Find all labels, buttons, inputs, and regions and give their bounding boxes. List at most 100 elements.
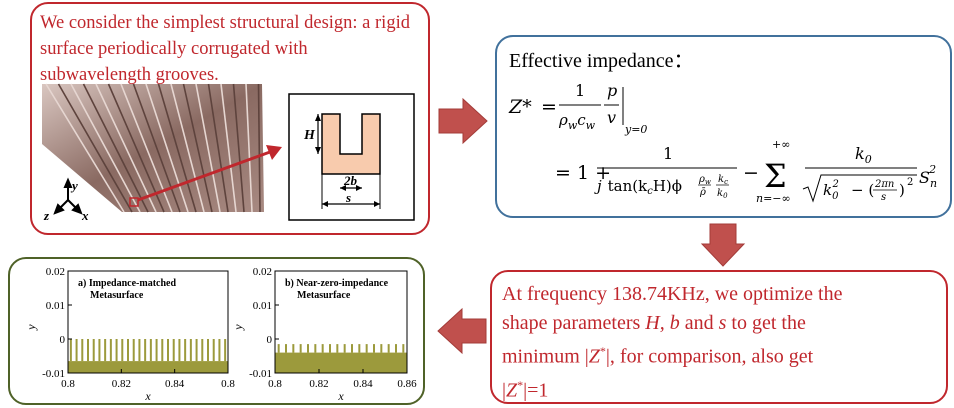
- z-star: Z*: [508, 96, 532, 118]
- groove-bar: [314, 344, 317, 353]
- plot-frame: [274, 270, 408, 374]
- groove-line: [145, 83, 189, 213]
- svg-text:2πn: 2πn: [874, 179, 894, 190]
- pointer-arrowhead: [266, 145, 282, 160]
- svg-text:=: =: [541, 96, 557, 118]
- groove-bar: [184, 339, 187, 362]
- axis-x-label: x: [81, 208, 89, 223]
- groove-bar: [201, 339, 204, 362]
- chart-title-line-1: b) Near-zero-impedance: [285, 278, 389, 289]
- groove-bar: [92, 339, 95, 362]
- y-tick-label: 0.01: [46, 300, 65, 312]
- impedance-panel: Effective impedance： Z* = 1 ρwcw p v y=0…: [495, 35, 952, 218]
- svg-text:− (: − (: [851, 181, 874, 199]
- chart-title-line-2: Metasurface: [90, 290, 144, 301]
- y-tick-label: 0: [60, 334, 66, 346]
- groove-bar: [75, 339, 78, 362]
- groove-bar: [207, 339, 209, 362]
- chart-title-line-1: a) Impedance-matched: [78, 278, 176, 289]
- groove-line: [232, 83, 245, 213]
- groove-line: [57, 83, 133, 213]
- groove-bar: [285, 344, 287, 353]
- groove-bar: [161, 339, 164, 362]
- groove-line: [220, 83, 237, 213]
- groove-bar: [373, 344, 375, 353]
- x-axis-label: x: [337, 389, 344, 403]
- groove-line: [107, 83, 165, 213]
- arrow-left-icon: [437, 307, 487, 355]
- svg-text:Σ: Σ: [764, 157, 787, 195]
- chart-title-line-2: Metasurface: [297, 290, 351, 301]
- groove-bar: [98, 339, 101, 362]
- frequency-line-3: minimum |Z*|, for comparison, also get: [502, 344, 814, 368]
- axis-z-label: z: [43, 208, 50, 223]
- svg-text:ρw: ρw: [698, 174, 711, 186]
- x-tick-label: 0.84: [353, 378, 373, 390]
- corrugated-surface: [42, 84, 264, 212]
- groove-bar: [307, 344, 309, 353]
- plate-fill: [275, 352, 407, 373]
- groove-line: [195, 83, 221, 213]
- svg-text:Sn2: Sn2: [919, 163, 937, 190]
- corrugated-surface-illustration: y z x H 2b s: [42, 83, 415, 223]
- groove-bar: [365, 344, 368, 353]
- svg-text:ρwcw: ρwcw: [558, 111, 596, 132]
- svg-text:y=0: y=0: [624, 123, 647, 136]
- frequency-line-2: shape parameters H, b and s to get the: [502, 311, 806, 334]
- y-tick-label: 0: [267, 334, 273, 346]
- svg-text:1: 1: [575, 81, 585, 100]
- groove-line: [95, 83, 157, 213]
- groove-bar: [395, 344, 397, 353]
- height-label: H: [303, 128, 316, 143]
- svg-text:): ): [899, 181, 905, 199]
- groove-bar: [138, 339, 141, 362]
- groove-bar: [329, 344, 331, 353]
- groove-bar: [195, 339, 198, 362]
- frequency-text: At frequency 138.74KHz, we optimize the …: [502, 280, 942, 405]
- impedance-title: Effective impedance：: [509, 50, 694, 72]
- x-axis-label: x: [144, 389, 151, 403]
- x-tick-label: 0.8: [221, 378, 235, 390]
- groove-bar: [104, 339, 107, 362]
- svg-text:s: s: [881, 192, 886, 203]
- groove-bar: [172, 339, 175, 362]
- y-tick-label: -0.01: [42, 368, 65, 380]
- frequency-line-1: At frequency 138.74KHz, we optimize the: [502, 283, 843, 305]
- groove-bar: [387, 344, 390, 353]
- x-tick-label: 0.86: [397, 378, 417, 390]
- groove-bar: [132, 339, 135, 362]
- groove-bar: [69, 339, 72, 362]
- frequency-panel: At frequency 138.74KHz, we optimize the …: [490, 270, 948, 404]
- x-tick-label: 0.84: [165, 378, 185, 390]
- svg-text:k02: k02: [823, 179, 839, 202]
- period-label: s: [345, 190, 351, 205]
- groove-bar: [144, 339, 147, 362]
- groove-bar: [351, 344, 353, 353]
- groove-line: [132, 83, 181, 213]
- y-tick-label: 0.01: [253, 300, 272, 312]
- groove-bar: [212, 339, 215, 362]
- groove-bar: [149, 339, 152, 362]
- x-tick-label: 0.82: [309, 378, 328, 390]
- width-label: 2b: [343, 173, 358, 188]
- arrow-down-icon: [700, 223, 746, 267]
- groove-bar: [115, 339, 118, 362]
- groove-line: [245, 83, 253, 213]
- svg-text:k0: k0: [717, 188, 728, 200]
- y-tick-label: -0.01: [249, 368, 272, 380]
- groove-line: [257, 83, 261, 213]
- y-axis-label: y: [24, 324, 38, 331]
- svg-text:1: 1: [663, 144, 673, 163]
- groove-bar: [167, 339, 169, 362]
- svg-text:p: p: [607, 81, 617, 100]
- plate-fill: [68, 361, 228, 373]
- groove-bar: [343, 344, 346, 353]
- svg-text:−: −: [743, 162, 759, 184]
- groove-bar: [380, 344, 383, 353]
- svg-text:2: 2: [907, 177, 913, 188]
- plot-frame: [67, 270, 229, 374]
